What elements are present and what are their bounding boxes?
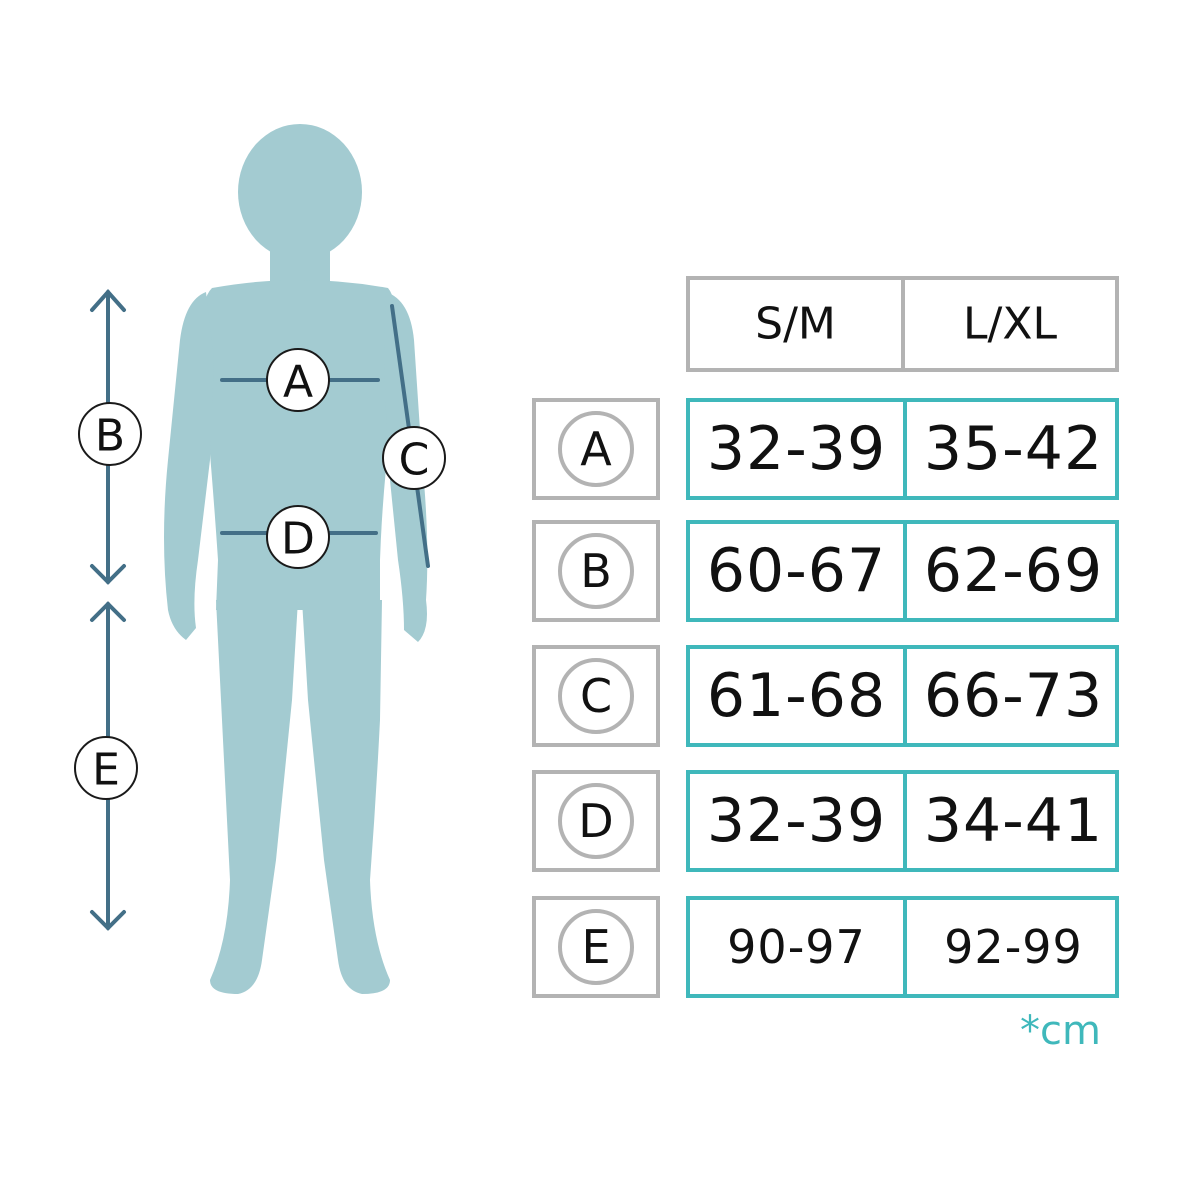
row-values-a: 32-39 35-42	[686, 398, 1119, 500]
row-label-c-text: C	[558, 658, 634, 734]
row-d-lxl-value: 34-41	[923, 786, 1104, 856]
row-label-a: A	[532, 398, 660, 500]
e-arrow-head-bottom	[90, 910, 126, 931]
row-label-a-text: A	[558, 411, 634, 487]
callout-b: B	[78, 402, 142, 466]
callout-d: D	[266, 505, 330, 569]
left-arm	[164, 292, 214, 640]
row-c-sm-value: 61-68	[706, 661, 887, 731]
row-a-lxl-value: 35-42	[923, 414, 1104, 484]
row-c-lxl-value: 66-73	[923, 661, 1104, 731]
row-values-d: 32-39 34-41	[686, 770, 1119, 872]
row-label-d-text: D	[558, 783, 634, 859]
callout-a-label: A	[283, 357, 313, 408]
left-leg	[210, 600, 298, 994]
callout-d-label: D	[281, 514, 315, 565]
callout-a: A	[266, 348, 330, 412]
row-label-e: E	[532, 896, 660, 998]
row-d-sm-value: 32-39	[706, 786, 887, 856]
body-silhouette	[164, 124, 428, 994]
row-values-b: 60-67 62-69	[686, 520, 1119, 622]
row-values-e: 90-97 92-99	[686, 896, 1119, 998]
callout-e: E	[74, 736, 138, 800]
row-label-b: B	[532, 520, 660, 622]
callout-c: C	[382, 426, 446, 490]
row-label-c: C	[532, 645, 660, 747]
row-label-b-text: B	[558, 533, 634, 609]
row-values-c: 61-68 66-73	[686, 645, 1119, 747]
callout-e-label: E	[92, 745, 120, 796]
row-e-lxl-value: 92-99	[944, 920, 1083, 974]
row-b-sm-value: 60-67	[706, 536, 887, 606]
callout-b-label: B	[95, 411, 125, 462]
right-leg	[302, 600, 390, 994]
unit-note: *cm	[1020, 1008, 1101, 1054]
e-arrow-head-top	[90, 601, 126, 622]
header-sm: S/M	[686, 276, 905, 372]
row-label-e-text: E	[558, 909, 634, 985]
row-label-d: D	[532, 770, 660, 872]
header-lxl-label: L/XL	[963, 298, 1057, 350]
b-arrow-head-bottom	[90, 564, 126, 585]
row-b-lxl-value: 62-69	[923, 536, 1104, 606]
callout-c-label: C	[399, 435, 430, 486]
header-lxl: L/XL	[901, 276, 1119, 372]
header-sm-label: S/M	[755, 298, 836, 350]
torso	[201, 280, 397, 610]
row-e-sm-value: 90-97	[727, 920, 866, 974]
b-arrow-head-top	[90, 288, 126, 312]
head	[238, 124, 362, 260]
row-a-sm-value: 32-39	[706, 414, 887, 484]
